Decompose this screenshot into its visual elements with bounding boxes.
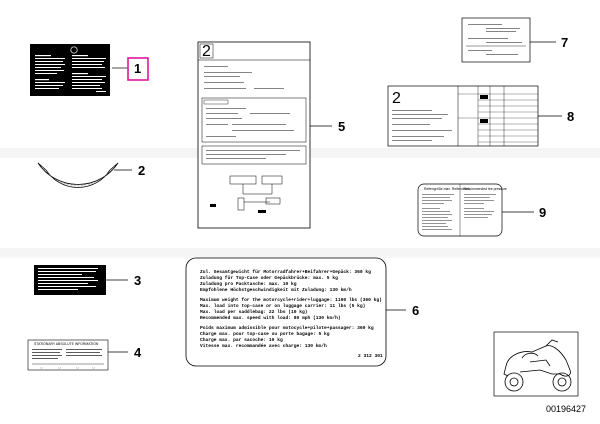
label-6-line-12: Charge max. pour top-case ou porte bagag… <box>200 331 330 337</box>
label-6-line-13: Charge max. par sacoche: 10 kg <box>200 337 283 343</box>
callout-4[interactable]: 4 <box>134 345 142 360</box>
label-6-line-8: Max. load per saddlebag: 22 lbs (10 kg) <box>200 309 308 315</box>
label-1-sticker <box>30 44 110 96</box>
label-8-document: 2 <box>387 85 539 147</box>
svg-text:◡: ◡ <box>40 365 43 369</box>
label-4-sticker: STATIONARY ABSOLUTE INFORMATION ◡ ◡ ◡ ◡ <box>27 339 109 371</box>
motorcycle-inset <box>493 331 579 397</box>
catalog-number: 00196427 <box>546 404 586 414</box>
label-7-document <box>461 17 531 63</box>
callout-9[interactable]: 9 <box>539 205 546 220</box>
label-9-right-title: Recommended tire pressure <box>464 187 507 191</box>
svg-text:◡: ◡ <box>76 365 79 369</box>
label-9-left-title: Reifengröße max. Reifendruck <box>424 187 470 191</box>
label-6-line-2: Zuladung für Top-Case oder Gepäckbrücke:… <box>200 275 338 281</box>
callout-1-highlight-box <box>127 57 149 81</box>
label-6-line-1: Zul. Gesamtgewicht für Motorradfahrer+Be… <box>200 269 371 275</box>
label-6-line-3: Zuladung pro Packtasche: max. 10 kg <box>200 281 297 287</box>
label-6-line-14: Vitesse max. recommandée avec charge: 13… <box>200 343 327 349</box>
label-5-number: 2 <box>202 43 211 60</box>
label-6-line-6: Maximum weight for the motorcycle+rider+… <box>200 297 382 303</box>
callout-2[interactable]: 2 <box>138 163 145 178</box>
label-9-tire-label: Reifengröße max. Reifendruck Recommended… <box>417 183 507 237</box>
label-6-line-11: Poids maximum admissible pour motocycle+… <box>200 325 374 331</box>
label-6-line-9: Recommended max. speed with load: 80 mph… <box>200 315 341 321</box>
callout-3[interactable]: 3 <box>134 273 141 288</box>
label-2-arc-label <box>37 162 119 188</box>
label-6-line-4: Empfohlene Höchstgeschwindigkeit mit Zul… <box>200 287 352 293</box>
motorcycle-illustration <box>503 339 572 392</box>
label-5-document: 2 <box>197 41 311 229</box>
callout-6[interactable]: 6 <box>412 303 419 318</box>
callouts: 1 2 3 4 5 6 7 8 9 <box>106 35 574 360</box>
label-3-sticker <box>34 265 106 295</box>
label-6-line-7: Max. load into top-case or on luggage ca… <box>200 303 365 309</box>
callout-7[interactable]: 7 <box>561 35 568 50</box>
label-4-title: STATIONARY ABSOLUTE INFORMATION <box>34 342 99 346</box>
label-6-load-label: Zul. Gesamtgewicht für Motorradfahrer+Be… <box>185 257 387 367</box>
label-8-number: 2 <box>392 90 401 107</box>
callout-5[interactable]: 5 <box>338 119 345 134</box>
callout-1[interactable]: 1 <box>134 61 141 76</box>
label-6-part-number: 2 312 301 <box>358 353 383 359</box>
callout-8[interactable]: 8 <box>567 109 574 124</box>
svg-text:◡: ◡ <box>92 365 95 369</box>
svg-text:◡: ◡ <box>58 365 61 369</box>
